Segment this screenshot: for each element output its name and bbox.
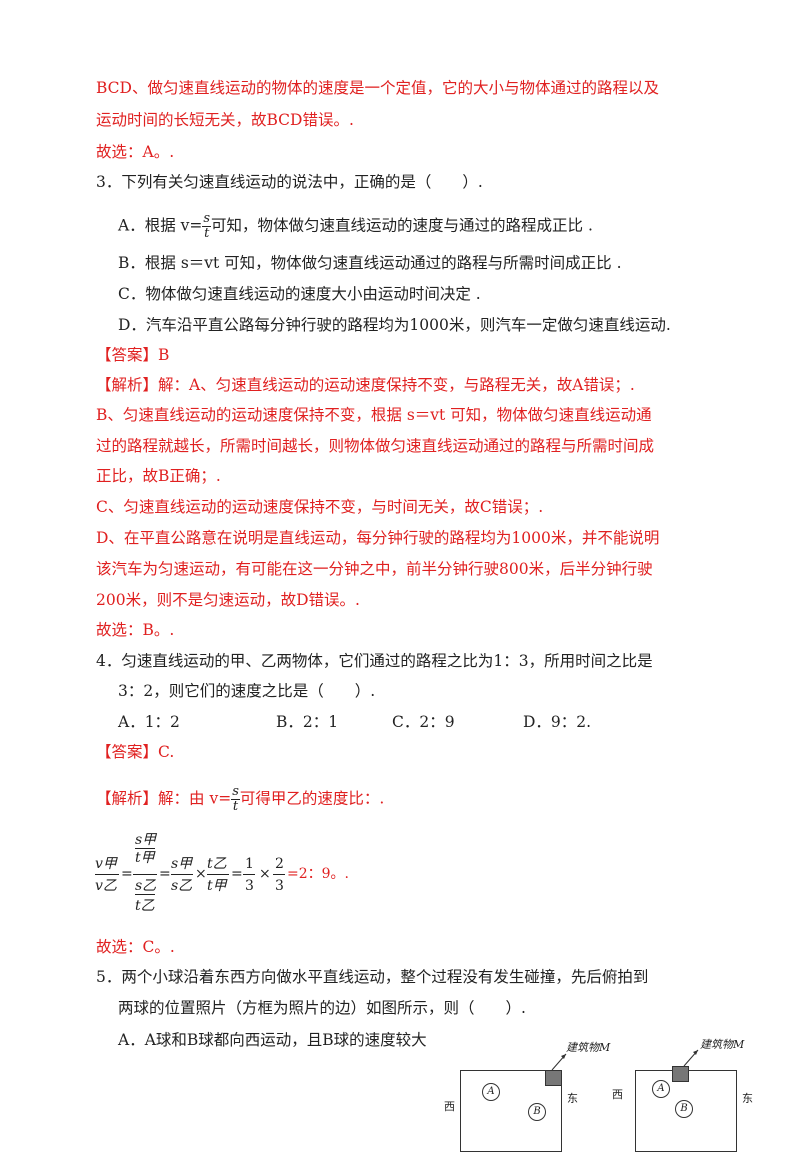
label-east: 东 xyxy=(567,1092,578,1105)
ball-b: B xyxy=(528,1103,546,1121)
building-m xyxy=(545,1070,562,1086)
text-line: 正比，故B正确；. xyxy=(96,467,221,485)
velocity-ratio-formula: v甲 v乙 = s甲 t甲 s乙 t乙 = s甲 s乙 × t乙 t甲 = 1 … xyxy=(95,832,355,916)
formula-t-yi: t乙 xyxy=(135,898,155,914)
formula-s-jia: s甲 xyxy=(171,856,193,872)
question-3-option-d: D．汽车沿平直公路每分钟行驶的路程均为1000米，则汽车一定做匀速直线运动. xyxy=(118,316,671,334)
formula-three: 3 xyxy=(275,878,284,894)
question-3-option-b: B．根据 s＝vt 可知，物体做匀速直线运动通过的路程与所需时间成正比 . xyxy=(118,254,622,272)
question-4-option-a: A．1：2 xyxy=(118,713,180,731)
explanation-3: 【解析】解：A、匀速直线运动的运动速度保持不变，与路程无关，故A错误；. xyxy=(96,376,635,394)
text-line: BCD、做匀速直线运动的物体的速度是一个定值，它的大小与物体通过的路程以及 xyxy=(96,79,659,97)
equals-sign: = xyxy=(159,866,171,882)
formula-v-jia: v甲 xyxy=(95,856,117,872)
question-5-stem: 5．两个小球沿着东西方向做水平直线运动，整个过程没有发生碰撞，先后俯拍到 xyxy=(96,968,649,986)
question-3-stem: 3．下列有关匀速直线运动的说法中，正确的是（ ）. xyxy=(96,173,483,191)
formula-s-yi: s乙 xyxy=(171,878,193,894)
answer-4: 【答案】C. xyxy=(96,743,175,761)
label-west: 西 xyxy=(612,1088,623,1101)
formula-one: 1 xyxy=(245,856,254,872)
times-sign: × xyxy=(259,866,271,882)
question-3-option-c: C．物体做匀速直线运动的速度大小由运动时间决定 . xyxy=(118,285,481,303)
arrow-icon xyxy=(551,1053,567,1071)
question-4-option-c: C．2：9 xyxy=(392,713,455,731)
answer-3: 【答案】B xyxy=(96,346,170,364)
equals-sign: = xyxy=(231,866,243,882)
ball-b: B xyxy=(675,1100,693,1118)
formula-t-jia: t甲 xyxy=(135,850,155,866)
text-line: D、在平直公路意在说明是直线运动，每分钟行驶的路程均为1000米，并不能说明 xyxy=(96,529,660,547)
times-sign: × xyxy=(195,866,207,882)
formula-t-jia: t甲 xyxy=(207,878,227,894)
answer-select: 故选：B。. xyxy=(96,621,175,639)
question-5-stem-cont: 两球的位置照片（方框为照片的边）如图所示，则（ ）. xyxy=(118,999,526,1017)
arrow-icon xyxy=(683,1049,699,1067)
text-line: 200米，则不是匀速运动，故D错误。. xyxy=(96,591,360,609)
equals-sign: = xyxy=(121,866,133,882)
question-4-option-b: B．2：1 xyxy=(276,713,339,731)
text-line: 运动时间的长短无关，故BCD错误。. xyxy=(96,111,354,129)
question-4-option-d: D．9：2. xyxy=(523,713,592,731)
label-west: 西 xyxy=(444,1100,455,1113)
formula-t-yi: t乙 xyxy=(207,856,227,872)
ball-a: A xyxy=(482,1083,500,1101)
formula-result: =2：9。. xyxy=(287,866,349,882)
formula-v-yi: v乙 xyxy=(95,878,117,894)
answer-select: 故选：A。. xyxy=(96,143,175,161)
label-east: 东 xyxy=(742,1092,753,1105)
text-line: 该汽车为匀速运动，有可能在这一分钟之中，前半分钟行驶800米，后半分钟行驶 xyxy=(96,560,653,578)
text-line: C、匀速直线运动的运动速度保持不变，与时间无关，故C错误；. xyxy=(96,498,544,516)
ball-a: A xyxy=(652,1080,670,1098)
answer-select: 故选：C。. xyxy=(96,938,175,956)
question-5-option-a: A．A球和B球都向西运动，且B球的速度较大 xyxy=(118,1031,427,1049)
building-label: 建筑物M xyxy=(700,1038,745,1051)
building-m xyxy=(672,1066,689,1082)
text-line: B、匀速直线运动的运动速度保持不变，根据 s＝vt 可知，物体做匀速直线运动通 xyxy=(96,406,652,424)
question-4-stem: 4．匀速直线运动的甲、乙两物体，它们通过的路程之比为1：3，所用时间之比是 xyxy=(96,652,653,670)
formula-two: 2 xyxy=(275,856,284,872)
building-label: 建筑物M xyxy=(566,1041,611,1054)
formula-s-yi: s乙 xyxy=(135,878,157,894)
question-4-stem-cont: 3：2，则它们的速度之比是（ ）. xyxy=(118,682,376,700)
formula-three: 3 xyxy=(245,878,254,894)
text-line: 过的路程就越长，所需时间越长，则物体做匀速直线运动通过的路程与所需时间成 xyxy=(96,437,655,455)
formula-s-jia: s甲 xyxy=(135,832,157,848)
